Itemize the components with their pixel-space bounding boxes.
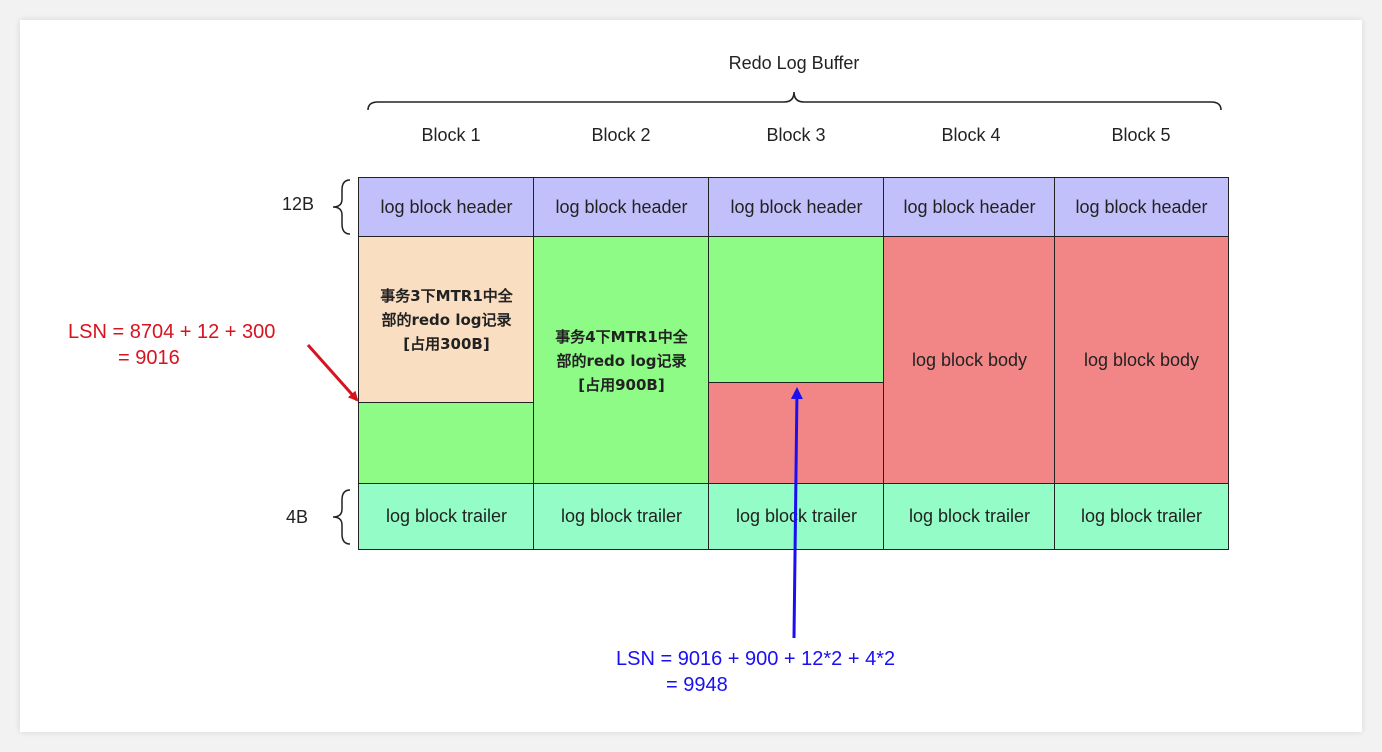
diagram-title: Redo Log Buffer: [728, 53, 860, 73]
buffer-brace-icon: [367, 91, 1222, 111]
block1-trailer: log block trailer: [358, 483, 535, 550]
block5-trailer: log block trailer: [1054, 483, 1229, 550]
trailer-size-brace-icon: [332, 489, 351, 545]
block2-trailer: log block trailer: [533, 483, 710, 550]
block-label-5: Block 5: [1111, 125, 1171, 145]
tx3-line2: 部的redo log记录: [381, 311, 512, 329]
lsn-red-annotation: LSN = 8704 + 12 + 300 = 9016: [68, 319, 275, 371]
block1-tx4-start: [358, 402, 535, 485]
lsn-red-line2: = 9016: [118, 347, 180, 369]
tx4-line3: [占用900B]: [578, 375, 665, 394]
block5-header: log block header: [1054, 177, 1229, 238]
block-label-1: Block 1: [421, 125, 481, 145]
block3-header: log block header: [708, 177, 885, 238]
block-label-4: Block 4: [941, 125, 1001, 145]
lsn-blue-arrow: [790, 387, 803, 639]
header-size-label: 12B: [282, 194, 315, 214]
lsn-blue-line1: LSN = 9016 + 900 + 12*2 + 4*2: [616, 648, 896, 670]
block5-body: log block body: [1054, 236, 1229, 485]
block-label-3: Block 3: [766, 125, 826, 145]
block-label-2: Block 2: [591, 125, 651, 145]
tx4-line1: 事务4下MTR1中全: [555, 327, 688, 346]
block3-tx4-end: [708, 236, 885, 384]
lsn-blue-line2: = 9948: [666, 674, 728, 696]
block2-tx4-mtr1-record: 事务4下MTR1中全 部的redo log记录 [占用900B]: [533, 236, 710, 485]
block4-trailer: log block trailer: [883, 483, 1056, 550]
trailer-size-label: 4B: [286, 507, 309, 527]
block1-tx3-mtr1-record: 事务3下MTR1中全 部的redo log记录 [占用300B]: [358, 236, 535, 404]
tx3-line1: 事务3下MTR1中全: [380, 287, 513, 305]
header-size-brace-icon: [332, 179, 351, 235]
tx4-line2: 部的redo log记录: [556, 351, 687, 370]
tx3-line3: [占用300B]: [403, 335, 490, 353]
lsn-red-arrow: [306, 344, 359, 402]
lsn-red-line1: LSN = 8704 + 12 + 300: [68, 321, 276, 343]
block4-body: log block body: [883, 236, 1056, 485]
lsn-blue-annotation: LSN = 9016 + 900 + 12*2 + 4*2 = 9948: [616, 646, 895, 698]
